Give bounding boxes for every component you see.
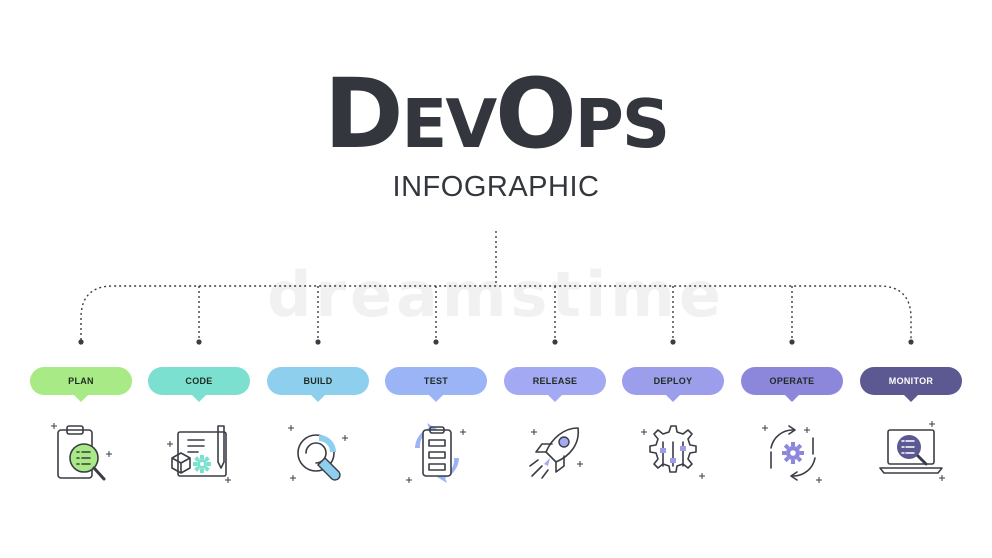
rocket-icon — [520, 418, 590, 488]
stage-label-build: BUILD — [267, 367, 369, 402]
gear-wrench-icon — [283, 418, 353, 488]
code-blueprint-icon — [164, 418, 234, 488]
drop-dot — [670, 339, 676, 345]
gear-cycle-icon — [757, 418, 827, 488]
drop-dot — [552, 339, 558, 345]
drop-dot — [196, 339, 202, 345]
drop-dot — [315, 339, 321, 345]
clipboard-search-icon — [46, 418, 116, 488]
gear-sliders-icon — [638, 418, 708, 488]
test-cycle-icon — [401, 418, 471, 488]
drop-dot — [789, 339, 795, 345]
stage-label-monitor: MONITOR — [860, 367, 962, 402]
laptop-search-icon — [876, 418, 946, 488]
stage-label-deploy: DEPLOY — [622, 367, 724, 402]
stage-label-operate: OPERATE — [741, 367, 843, 402]
stage-label-code: CODE — [148, 367, 250, 402]
stage-label-test: TEST — [385, 367, 487, 402]
stage-label-release: RELEASE — [504, 367, 606, 402]
drop-dot — [908, 339, 914, 345]
drop-dot — [78, 339, 84, 345]
drop-dot — [433, 339, 439, 345]
branch-line — [80, 285, 912, 340]
stage-label-plan: PLAN — [30, 367, 132, 402]
page-title: DevOps — [323, 58, 670, 170]
page-subtitle: INFOGRAPHIC — [392, 171, 600, 203]
watermark: dreamstime — [267, 258, 725, 331]
